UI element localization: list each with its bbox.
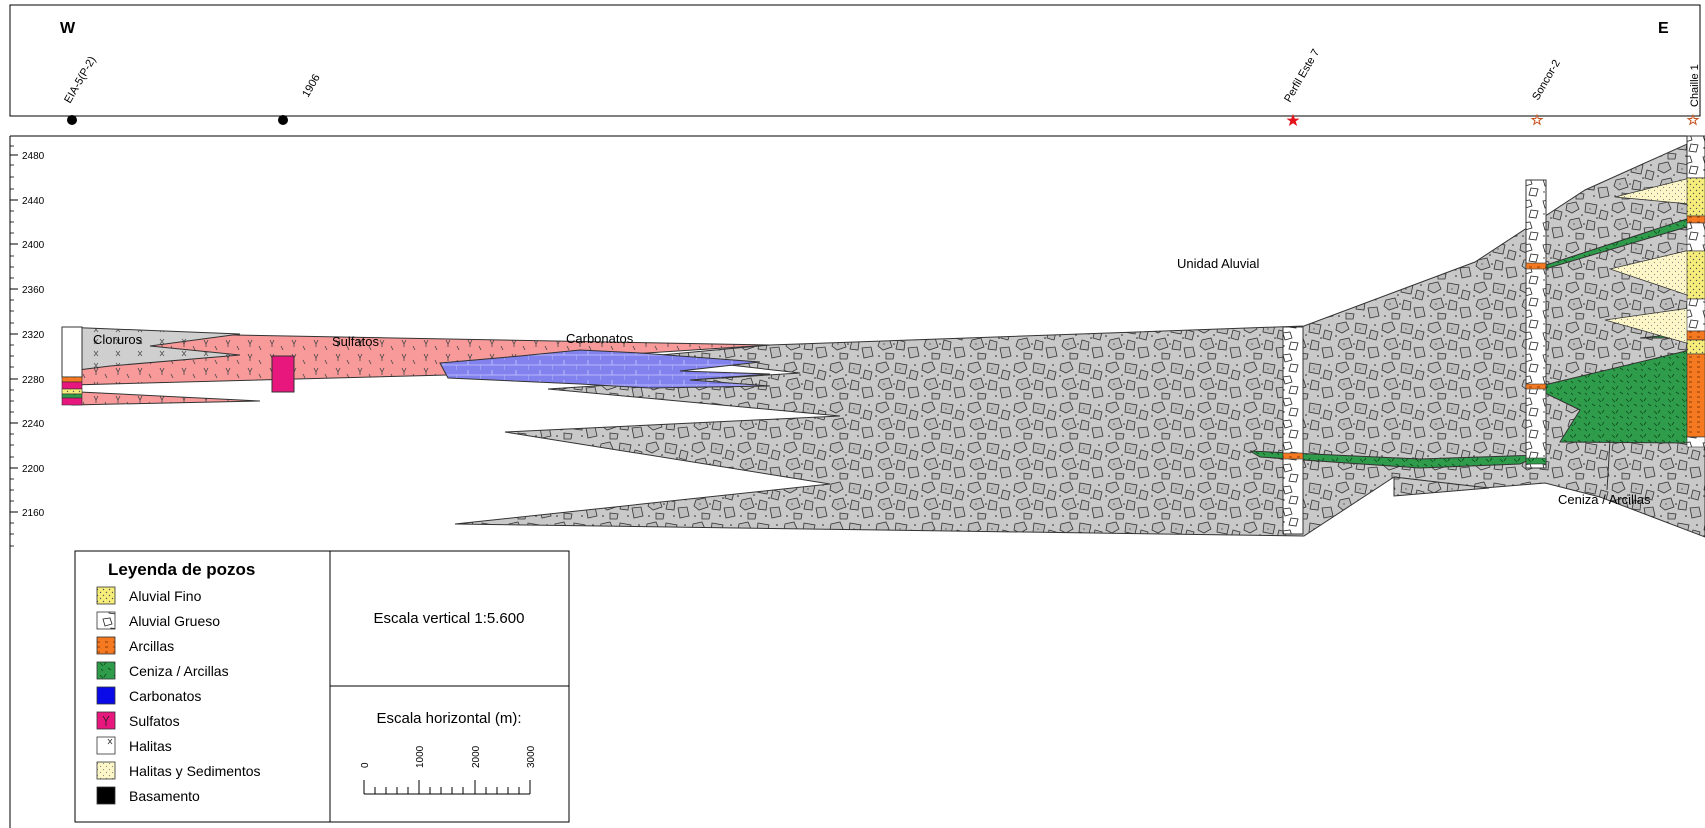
legend-box: Leyenda de pozos Aluvial Fino Aluvial Gr… xyxy=(74,550,570,823)
white-gravel-swatch-icon xyxy=(96,611,116,630)
legend-item-aluvial-grueso: Aluvial Grueso xyxy=(96,611,220,630)
axis-tick-labels: 2480 2440 2400 2360 2320 2280 2240 2200 … xyxy=(22,151,45,519)
legend-label: Arcillas xyxy=(129,638,174,654)
vertical-scale-text: Escala vertical 1:5.600 xyxy=(374,610,525,627)
tick-label: 2440 xyxy=(22,196,45,207)
tick-label: 2280 xyxy=(22,375,45,386)
filled-circle-icon xyxy=(278,115,288,125)
legend-label: Sulfatos xyxy=(129,713,180,729)
blue-swatch-icon xyxy=(96,686,116,705)
legend-label: Aluvial Fino xyxy=(129,588,202,604)
hollow-star-icon xyxy=(1530,113,1544,126)
alluvial-tongue xyxy=(1393,476,1490,497)
west-label: W xyxy=(60,20,76,37)
orange-dashed-swatch-icon xyxy=(96,636,116,655)
well-column-perfil-este-7 xyxy=(1282,326,1304,535)
well-column-eia5 xyxy=(61,326,83,406)
horizontal-scale-title: Escala horizontal (m): xyxy=(376,710,521,727)
label-cloruros: Cloruros xyxy=(93,332,143,347)
well-column-chaille-1 xyxy=(1686,135,1705,448)
scale-tick-label: 1000 xyxy=(415,745,426,768)
tick-label: 2400 xyxy=(22,240,45,251)
legend-label: Carbonatos xyxy=(129,688,201,704)
hollow-star-icon xyxy=(1686,113,1700,126)
label-unidad-aluvial: Unidad Aluvial xyxy=(1177,256,1259,271)
legend-item-ceniza-arcillas: Ceniza / Arcillas xyxy=(96,661,229,680)
header-frame xyxy=(9,4,1701,117)
label-sulfatos: Sulfatos xyxy=(332,334,379,349)
tick-label: 2360 xyxy=(22,285,45,296)
well-label-chaille-1: Chaille 1 xyxy=(1689,64,1701,107)
legend-label: Basamento xyxy=(129,788,200,804)
leader-line xyxy=(1606,439,1611,491)
scale-tick-label: 3000 xyxy=(526,745,537,768)
cream-dotted-swatch-icon xyxy=(96,761,116,780)
legend-item-arcillas: Arcillas xyxy=(96,636,174,655)
filled-circle-icon xyxy=(67,115,77,125)
tick-label: 2160 xyxy=(22,508,45,519)
yellow-dotted-swatch-icon xyxy=(96,586,116,605)
well-column-1906 xyxy=(271,355,295,393)
legend-label: Ceniza / Arcillas xyxy=(129,663,229,679)
axis-major-ticks xyxy=(10,154,18,513)
legend-label: Aluvial Grueso xyxy=(129,613,220,629)
scale-tick-label: 0 xyxy=(360,762,371,768)
scale-bar xyxy=(363,780,531,795)
legend-label: Halitas y Sedimentos xyxy=(129,763,261,779)
legend-title: Leyenda de pozos xyxy=(108,560,255,579)
tick-label: 2200 xyxy=(22,464,45,475)
east-label: E xyxy=(1658,20,1669,37)
axis-minor-ticks xyxy=(10,145,14,547)
ceniza-tongue-lower xyxy=(1249,450,1541,469)
carbonatos-unit xyxy=(439,349,771,389)
black-swatch-icon xyxy=(96,786,116,805)
green-hatched-swatch-icon xyxy=(96,661,116,680)
legend-label: Halitas xyxy=(129,738,172,754)
label-carbonatos: Carbonatos xyxy=(566,331,634,346)
label-ceniza-arcillas: Ceniza / Arcillas xyxy=(1558,492,1651,507)
star-icon xyxy=(1286,114,1300,126)
legend-item-halitas: Halitas xyxy=(96,736,172,755)
legend-item-basamento: Basamento xyxy=(96,786,200,805)
white-cross-swatch-icon xyxy=(96,736,116,755)
scale-tick-label: 2000 xyxy=(471,745,482,768)
tick-label: 2240 xyxy=(22,419,45,430)
legend-item-sulfatos: Sulfatos xyxy=(96,711,180,730)
legend-item-aluvial-fino: Aluvial Fino xyxy=(96,586,202,605)
legend-item-halitas-sedimentos: Halitas y Sedimentos xyxy=(96,761,261,780)
tick-label: 2480 xyxy=(22,151,45,162)
tick-label: 2320 xyxy=(22,330,45,341)
well-chaille-1: Chaille 1 xyxy=(1686,64,1701,126)
alluvial-unit xyxy=(454,135,1705,538)
well-column-soncor-2 xyxy=(1525,179,1547,469)
legend-item-carbonatos: Carbonatos xyxy=(96,686,201,705)
